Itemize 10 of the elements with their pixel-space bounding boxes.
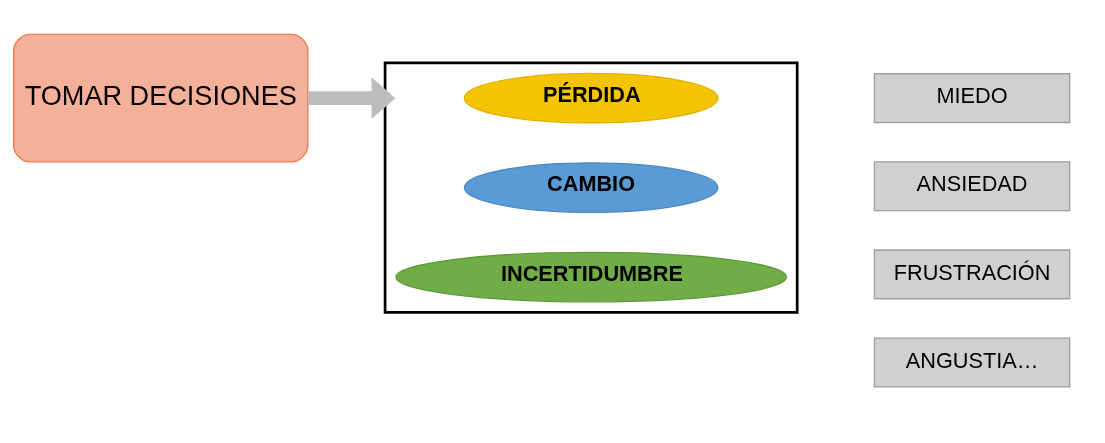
node-ellipse: PÉRDIDA (463, 72, 719, 124)
node-ellipse: INCERTIDUMBRE (395, 251, 788, 303)
node-box: TOMAR DECISIONES (12, 33, 309, 163)
node-ellipse: CAMBIO (463, 162, 719, 214)
node-box: ANGUSTIA… (873, 337, 1071, 388)
node-box: MIEDO (873, 73, 1071, 124)
node-box: ANSIEDAD (873, 161, 1071, 212)
arrow (308, 77, 396, 119)
cluster (383, 61, 799, 314)
node-box: FRUSTRACIÓN (873, 249, 1071, 300)
